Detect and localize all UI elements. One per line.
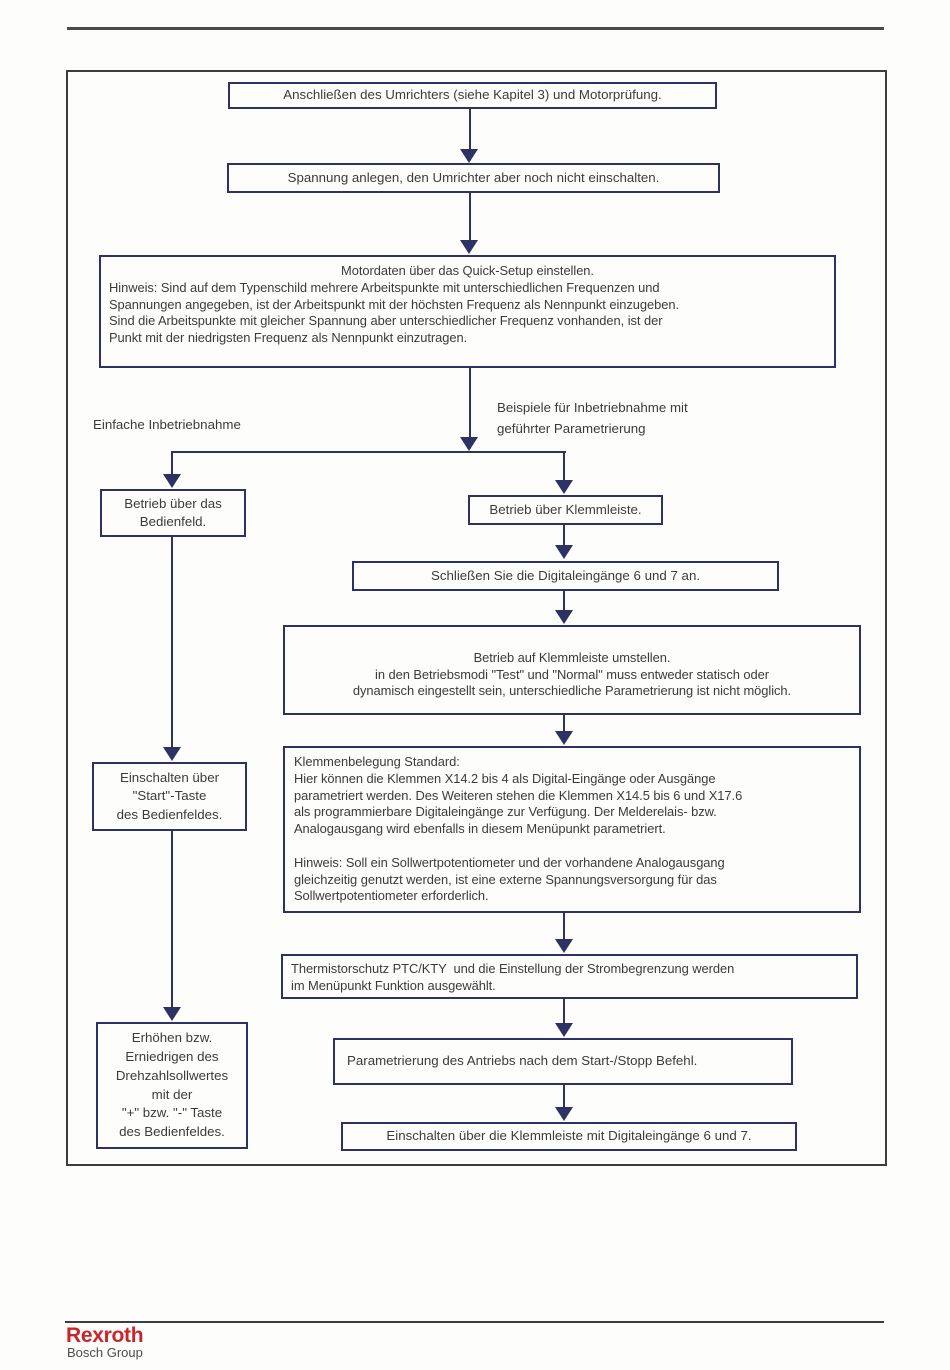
connector-line [563, 591, 565, 611]
connector-line [469, 109, 471, 150]
arrow-head-down [555, 1107, 573, 1121]
rexroth-logo: Rexroth [66, 1324, 144, 1347]
box-switch-to-terminal: Betrieb auf Klemmleiste umstellen. in de… [283, 625, 861, 715]
arrow-head-down [163, 474, 181, 488]
box-apply-voltage: Spannung anlegen, den Umrichter aber noc… [227, 163, 720, 193]
arrow-head-down [555, 731, 573, 745]
box-connect-inverter: Anschließen des Umrichters (siehe Kapite… [228, 82, 717, 109]
connector-line [563, 453, 565, 481]
connector-line [171, 831, 173, 1008]
arrow-head-down [555, 545, 573, 559]
arrow-head-down [555, 480, 573, 494]
label-simple-commissioning: Einfache Inbetriebnahme [93, 417, 241, 432]
connector-line [171, 453, 173, 475]
label-guided-parametrization: Beispiele für Inbetriebnahme mit geführt… [497, 400, 688, 436]
arrow-head-down [555, 610, 573, 624]
box-operation-panel: Betrieb über das Bedienfeld. [100, 489, 246, 537]
connector-line [563, 999, 565, 1024]
arrow-head-down [460, 437, 478, 451]
box-motor-data-title: Motordaten über das Quick-Setup einstell… [341, 263, 594, 278]
arrow-head-down [460, 240, 478, 254]
connector-line [563, 1085, 565, 1108]
box-motor-data-body: Hinweis: Sind auf dem Typenschild mehrer… [109, 279, 680, 346]
connector-line [171, 537, 173, 748]
flowchart-frame [66, 70, 887, 1166]
box-switch-on-terminal: Einschalten über die Klemmleiste mit Dig… [341, 1122, 797, 1151]
box-motor-data: Motordaten über das Quick-Setup einstell… [99, 255, 836, 368]
arrow-head-down [555, 939, 573, 953]
connector-line [563, 913, 565, 940]
connector-line [563, 525, 565, 546]
box-operation-terminal: Betrieb über Klemmleiste. [468, 495, 663, 525]
connector-line [563, 715, 565, 732]
box-speed-setpoint: Erhöhen bzw. Erniedrigen des Drehzahlsol… [96, 1022, 248, 1149]
arrow-head-down [555, 1023, 573, 1037]
branch-line [171, 451, 566, 453]
top-rule [67, 27, 884, 30]
box-connect-digital-inputs: Schließen Sie die Digitaleingänge 6 und … [352, 561, 779, 591]
connector-line [469, 368, 471, 438]
box-terminal-assignment: Klemmenbelegung Standard: Hier können di… [283, 746, 861, 913]
arrow-head-down [460, 149, 478, 163]
box-start-key: Einschalten über "Start"-Taste des Bedie… [92, 762, 247, 831]
box-parametrize-drive: Parametrierung des Antriebs nach dem Sta… [333, 1038, 793, 1085]
box-thermistor-protection: Thermistorschutz PTC/KTY und die Einstel… [281, 954, 858, 999]
bottom-rule [65, 1321, 884, 1323]
arrow-head-down [163, 1007, 181, 1021]
connector-line [469, 193, 471, 241]
bosch-group-label: Bosch Group [67, 1345, 143, 1360]
arrow-head-down [163, 747, 181, 761]
